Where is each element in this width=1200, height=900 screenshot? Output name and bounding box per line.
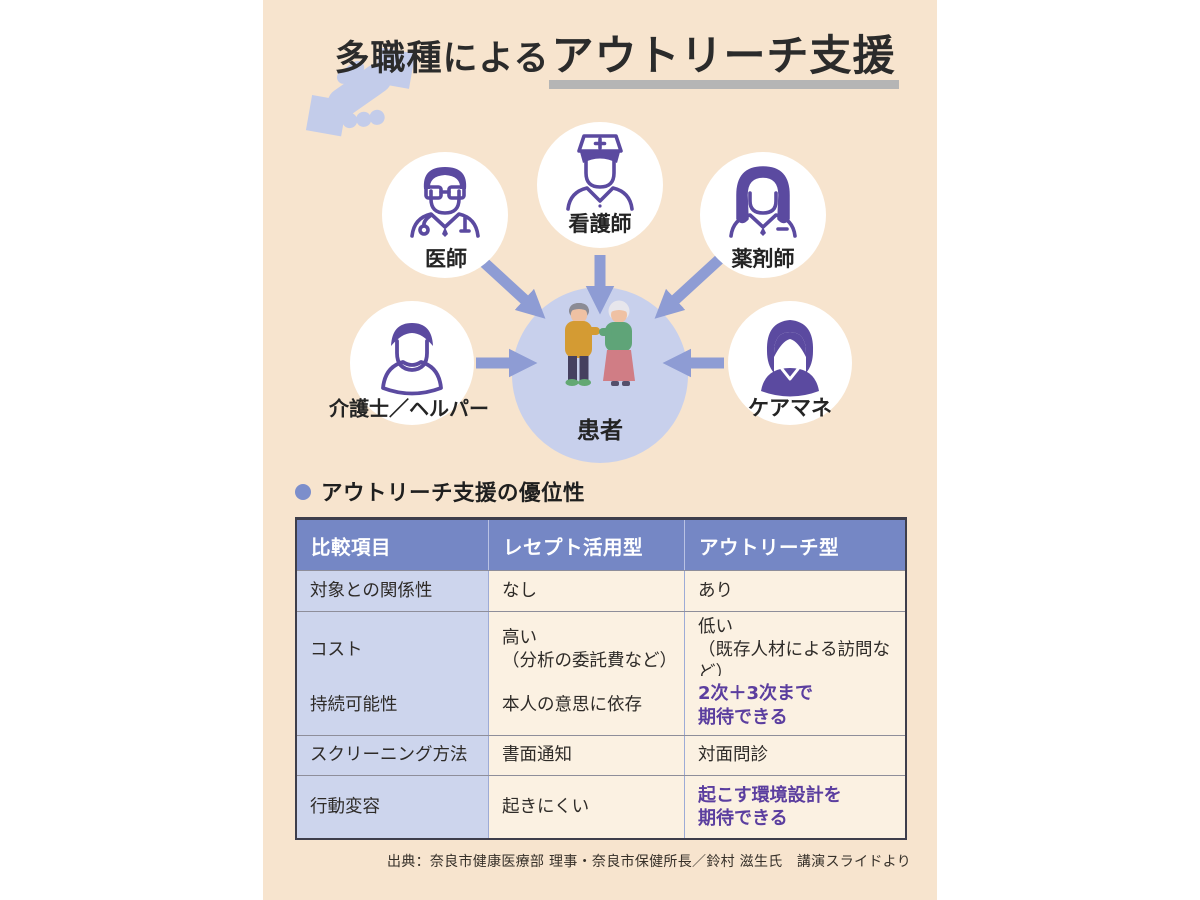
row-item-cell: スクリーニング方法 (297, 736, 488, 775)
care-manager-icon (761, 320, 819, 397)
row-outreach-cell: あり (684, 571, 905, 611)
col-header-outreach: アウトリーチ型 (684, 520, 905, 570)
row-outreach-cell: 起こす環境設計を 期待できる (684, 776, 905, 838)
row-outreach-cell: 2次＋3次まで 期待できる (684, 676, 905, 735)
row-receipt-cell: 起きにくい (488, 776, 684, 838)
role-circles (350, 122, 852, 425)
nurse-circle (537, 122, 663, 248)
care-manager-label: ケアマネ (748, 396, 832, 420)
row-item-cell: 持続可能性 (297, 676, 488, 735)
patient-label: 患者 (577, 418, 623, 444)
section-heading-text: アウトリーチ支援の優位性 (321, 481, 586, 506)
title-highlight: アウトリーチ支援 (549, 32, 900, 90)
section-heading: アウトリーチ支援の優位性 (295, 476, 585, 507)
row-outreach-cell: 低い （既存人材による訪問など） (684, 612, 905, 689)
col-header-receipt: レセプト活用型 (488, 520, 684, 570)
caregiver-label: 介護士／ヘルパー (329, 396, 489, 421)
row-receipt-cell: なし (488, 571, 684, 611)
nurse-label: 看護師 (568, 212, 632, 236)
row-item-cell: 対象との関係性 (297, 571, 488, 611)
table-header-row: 比較項目 レセプト活用型 アウトリーチ型 (297, 520, 905, 570)
row-receipt-cell: 本人の意思に依存 (488, 676, 684, 735)
pharmacist-icon (729, 166, 797, 238)
table-row: コスト 高い （分析の委託費など） 低い （既存人材による訪問など） (297, 611, 905, 689)
arrows-group (473, 251, 727, 378)
infographic-page: 多職種によるアウトリーチ支援 (263, 0, 937, 900)
title-prefix: 多職種による (334, 39, 550, 79)
page-title: 多職種によるアウトリーチ支援 (263, 30, 937, 90)
doctor-circle (382, 152, 508, 278)
outreach-diagram (350, 122, 852, 463)
pharmacist-circle (700, 152, 826, 278)
table-row: 対象との関係性 なし あり (297, 570, 905, 611)
row-outreach-cell: 対面問診 (684, 736, 905, 775)
table-row: 持続可能性 本人の意思に依存 2次＋3次まで 期待できる (297, 675, 905, 735)
handshake-icon (305, 47, 416, 137)
doctor-label: 医師 (425, 247, 467, 271)
elderly-couple-icon (565, 300, 635, 386)
nurse-icon (566, 134, 634, 211)
source-attribution: 出典：奈良市健康医療部 理事・奈良市保健所長／鈴村 滋生氏 講演スライドより (386, 854, 912, 870)
table-row: スクリーニング方法 書面通知 対面問診 (297, 735, 905, 775)
arrow-doctor (473, 251, 546, 319)
caregiver-icon (381, 323, 443, 396)
arrow-pharmacist (654, 251, 727, 319)
table-row: 行動変容 起きにくい 起こす環境設計を 期待できる (297, 775, 905, 838)
row-receipt-cell: 書面通知 (488, 736, 684, 775)
row-receipt-cell: 高い （分析の委託費など） (488, 612, 684, 689)
patient-circle (512, 287, 688, 463)
row-item-cell: 行動変容 (297, 776, 488, 838)
doctor-icon (410, 167, 480, 238)
col-header-item: 比較項目 (311, 535, 392, 559)
bullet-dot-icon (295, 483, 311, 500)
pharmacist-label: 薬剤師 (731, 247, 795, 271)
row-item-cell: コスト (297, 612, 488, 689)
caregiver-circle (350, 301, 474, 425)
comparison-table: 比較項目 レセプト活用型 アウトリーチ型 対象との関係性 なし あり コスト 高… (295, 517, 907, 840)
